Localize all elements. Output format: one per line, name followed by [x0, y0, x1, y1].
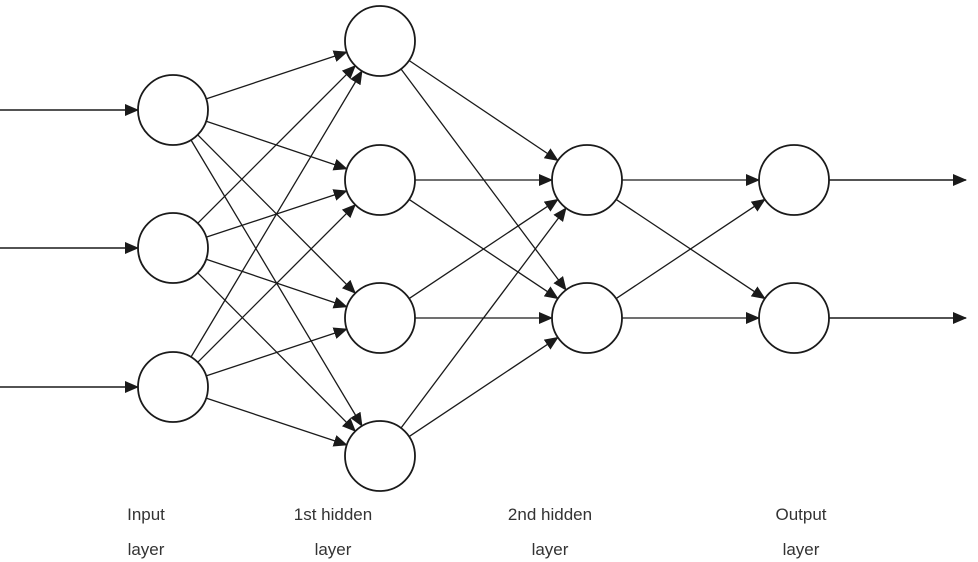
hidden1-node-2	[344, 144, 416, 216]
input-layer-caption-line1: Input	[127, 505, 165, 524]
output-layer-caption-line1: Output	[775, 505, 826, 524]
edge-hidden1-4-to-hidden2-1	[400, 207, 567, 429]
layer-captions: Input layer 1st hidden layer 2nd hidden …	[127, 505, 827, 559]
edge-input-1-to-hidden1-1	[205, 50, 348, 100]
hidden1-node-1	[344, 5, 416, 77]
edge-hidden1-4-to-hidden2-2	[408, 336, 559, 438]
first-hidden-layer-caption-line1: 1st hidden	[294, 505, 372, 524]
output-node-2	[758, 282, 830, 354]
input-node-2	[137, 212, 209, 284]
input-node-1	[137, 74, 209, 146]
hidden1-node-3	[344, 282, 416, 354]
edge-hidden1-3-to-hidden2-1	[408, 198, 559, 300]
hidden2-node-2	[551, 282, 623, 354]
output-layer-caption-line2: layer	[783, 540, 820, 559]
connections	[190, 50, 766, 447]
second-hidden-layer-caption-line1: 2nd hidden	[508, 505, 592, 524]
edge-input-2-to-hidden1-1	[197, 64, 357, 224]
edge-input-3-to-hidden1-4	[205, 397, 348, 447]
hidden1-node-4	[344, 420, 416, 492]
output-node-1	[758, 144, 830, 216]
edge-input-3-to-hidden1-1	[190, 70, 363, 358]
input-output-lines	[0, 104, 967, 393]
edge-hidden2-2-to-output-1	[615, 198, 766, 300]
neurons	[137, 5, 830, 492]
edge-hidden1-1-to-hidden2-1	[408, 59, 559, 162]
input-layer-caption-line2: layer	[128, 540, 165, 559]
second-hidden-layer-caption-line2: layer	[532, 540, 569, 559]
input-node-3	[137, 351, 209, 423]
edge-input-3-to-hidden1-2	[197, 203, 357, 363]
hidden2-node-1	[551, 144, 623, 216]
first-hidden-layer-caption-line2: layer	[315, 540, 352, 559]
edge-input-3-to-hidden1-3	[205, 327, 348, 377]
